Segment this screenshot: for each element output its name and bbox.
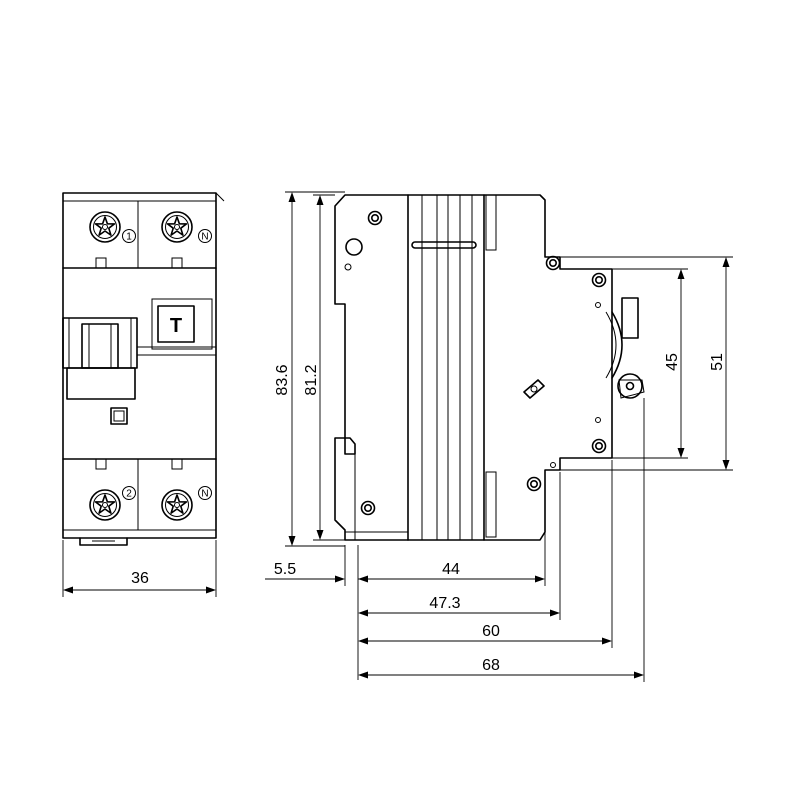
svg-text:1: 1 [126,232,132,243]
overall-height-label: 83.6 [274,364,291,395]
svg-text:N: N [201,489,208,500]
depth-total-label: 68 [482,657,500,674]
body-height-dimension: 81.2 [303,194,345,541]
depth-step-label: 47.3 [429,595,460,612]
toggle-lever [62,317,138,400]
side-bolt-bottom [360,500,376,516]
body-height-label: 81.2 [303,364,320,395]
rail-offset-label: 5.5 [274,561,296,578]
terminal-mark-n-top-icon: N [198,229,212,243]
terminal-screw-top-1 [89,211,121,243]
depth-total-dimension: 68 [358,398,645,682]
side-toggle-lever [605,297,645,399]
face-height-inner-label: 45 [664,353,681,371]
face-height-outer-dimension: 51 [560,256,733,471]
depth-body-label: 44 [442,561,460,578]
front-width-label: 36 [131,570,149,587]
depth-handle-base-dimension: 60 [358,460,613,648]
status-indicator [110,407,128,425]
terminal-screw-side-bottom [526,476,542,492]
terminal-screw-top-n [161,211,193,243]
terminal-mark-2-icon: 2 [122,486,136,500]
terminal-screw-side-top [545,255,561,271]
side-bolt-top [367,210,383,226]
terminal-screw-bottom-n [161,489,193,521]
front-face-bolt-top [591,272,607,288]
test-button: T [151,298,213,350]
svg-text:N: N [201,232,208,243]
mounting-hole [345,238,363,256]
terminal-mark-n-bottom-icon: N [198,486,212,500]
din-clip [79,537,128,546]
svg-text:T: T [170,315,182,337]
depth-handle-base-label: 60 [482,623,500,640]
terminal-mark-1-icon: 1 [122,229,136,243]
terminal-screw-bottom-2 [89,489,121,521]
side-body-outline [334,194,613,541]
face-height-inner-dimension: 45 [612,268,688,459]
face-height-outer-label: 51 [709,353,726,371]
center-rivet [523,379,545,399]
front-face-bolt-bottom [591,438,607,454]
depth-step-dimension: 47.3 [358,472,561,620]
svg-text:2: 2 [126,489,132,500]
front-view: 1 N T [62,192,225,597]
label-slot [411,241,477,249]
overall-height-dimension: 83.6 [274,191,345,547]
depth-body-dimension: 44 [358,472,546,586]
front-body-outline [62,192,217,539]
front-width-dimension: 36 [62,540,217,597]
rail-offset-dimension: 5.5 [265,545,368,680]
side-view: 83.6 81.2 45 51 [265,191,733,682]
